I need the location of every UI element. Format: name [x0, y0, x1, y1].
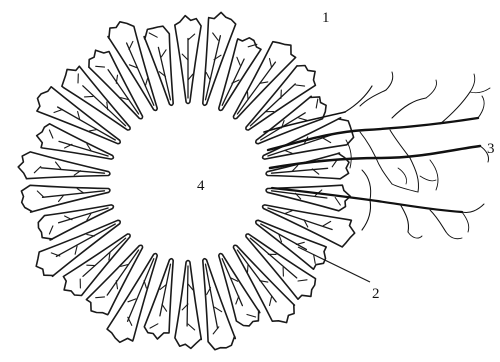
vessel-branch	[462, 204, 484, 213]
label-3: 3	[487, 141, 495, 157]
vessel-branch	[390, 130, 410, 158]
vessel-branch	[426, 80, 437, 98]
vessel-branch	[360, 132, 376, 158]
vessel-branch	[400, 204, 409, 232]
vessel-branch	[430, 210, 446, 232]
vessel-branch	[462, 212, 469, 232]
vessel-branch	[360, 90, 386, 106]
vessel-branch	[376, 158, 392, 184]
vessel-branch	[392, 98, 426, 118]
vessel-branch	[408, 232, 422, 238]
vessel-branch	[362, 200, 371, 230]
lobe-side-twig	[85, 96, 93, 97]
label-4: 4	[197, 178, 205, 194]
vessel-branch	[470, 74, 475, 92]
lobe-side-twig	[248, 92, 249, 100]
label-1: 1	[322, 10, 330, 26]
lobe-side-twig	[248, 265, 249, 273]
vessel-branch	[386, 72, 393, 90]
vessel-branch	[398, 168, 407, 184]
vessel-branch	[470, 88, 490, 93]
vessel-branch	[430, 160, 438, 190]
vessel-branch	[478, 96, 484, 118]
lobe-ring	[18, 12, 355, 349]
vessel-branch	[362, 170, 371, 200]
label-2: 2	[372, 286, 380, 302]
vessel-branch	[410, 158, 419, 192]
vessel-branch	[345, 86, 372, 112]
vessel-branch	[446, 232, 462, 239]
lobe-axial-vessel	[187, 266, 188, 326]
vessel-branch	[420, 176, 436, 181]
vessel-branch	[392, 184, 418, 192]
